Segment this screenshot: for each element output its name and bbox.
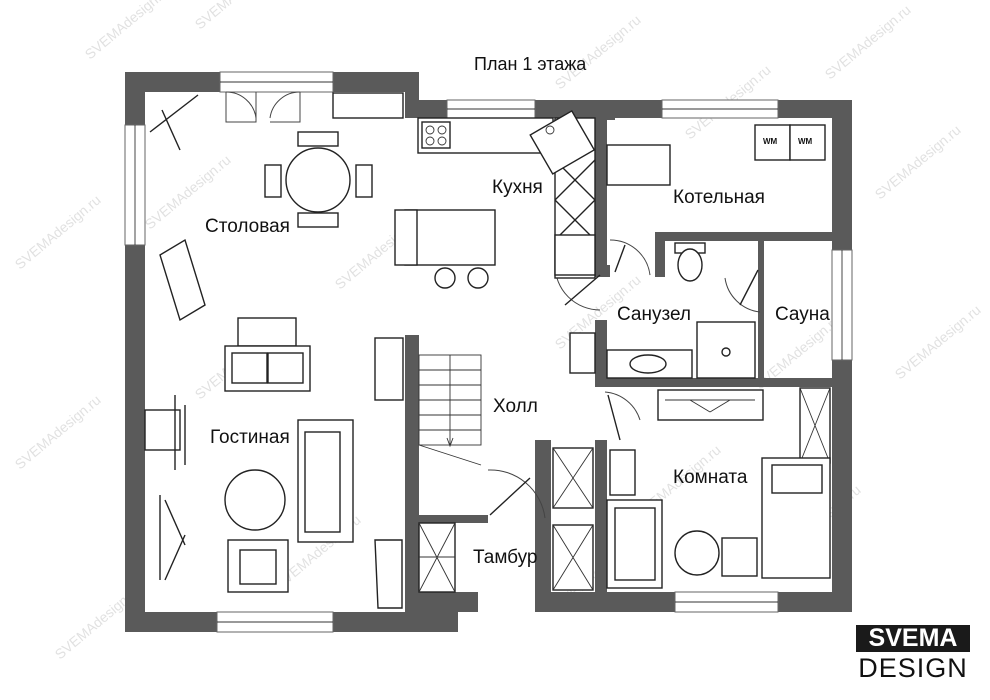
logo-top-text: SVEMA	[856, 625, 970, 652]
svema-design-logo: SVEMA DESIGN	[856, 625, 970, 683]
room-label-vestibule: Тамбур	[473, 547, 538, 568]
room-label-bathroom: Санузел	[617, 304, 691, 325]
doors	[225, 91, 761, 519]
logo-bottom-text: DESIGN	[858, 653, 968, 683]
boiler-room-fixtures: WM WM	[606, 124, 826, 186]
room-furniture	[606, 387, 831, 589]
vestibule-wardrobes	[418, 447, 594, 593]
dresser	[332, 92, 404, 119]
watermark: SVEMAdesign.ru	[12, 392, 104, 473]
room-label-hall: Холл	[493, 396, 538, 417]
watermark: SVEMAdesign.ru	[822, 2, 914, 83]
room-label-sauna: Сауна	[775, 304, 830, 325]
watermark: SVEMAdesign.ru	[192, 0, 284, 32]
windows	[124, 71, 853, 633]
bathroom-fixtures	[569, 242, 756, 379]
watermark: SVEMAdesign.ru	[892, 302, 984, 383]
living-room-furniture	[144, 317, 404, 609]
staircase	[418, 354, 482, 466]
washing-machine-label: WM	[763, 137, 778, 146]
kitchen-units	[417, 109, 596, 279]
watermark: SVEMAdesign.ru	[872, 122, 964, 203]
plan-title: План 1 этажа	[474, 54, 587, 74]
stand-lamp-dining	[149, 94, 199, 151]
armchair-dining	[159, 238, 206, 322]
walls	[125, 72, 852, 632]
room-label-room: Комната	[673, 467, 748, 488]
room-label-boiler: Котельная	[673, 187, 765, 208]
room-label-living: Гостиная	[210, 427, 290, 448]
watermark: SVEMAdesign.ru	[82, 0, 174, 62]
room-label-kitchen: Кухня	[492, 177, 543, 198]
room-label-dining: Столовая	[205, 216, 290, 237]
kitchen-island	[394, 209, 496, 289]
washing-machine-label: WM	[798, 137, 813, 146]
dining-table-set	[264, 131, 373, 228]
watermark: SVEMAdesign.ru	[12, 192, 104, 273]
watermark: SVEMAdesign.ru	[552, 12, 644, 93]
